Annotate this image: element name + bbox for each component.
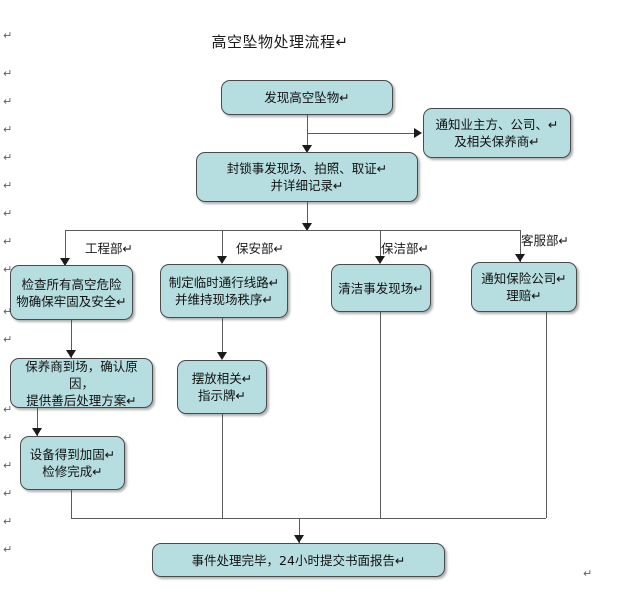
node-notify-insurance[interactable]: 通知保险公司↵ 理赔↵: [471, 262, 577, 312]
branch-line-cleaning: [380, 230, 381, 263]
branch-line-customer: [520, 230, 521, 262]
paragraph-mark: ↵: [3, 179, 13, 192]
paragraph-mark: ↵: [3, 459, 13, 472]
arrowhead-seal: [302, 145, 312, 153]
arrowhead-notify: [414, 128, 422, 138]
paragraph-mark: ↵: [3, 123, 13, 136]
arrowhead-reinforce: [32, 428, 42, 436]
merge-bar: [71, 518, 546, 519]
merge-line-insurance: [546, 312, 547, 518]
arrowhead-security: [217, 256, 227, 264]
node-notify-owners[interactable]: 通知业主方、公司、↵ 及相关保养商↵: [423, 108, 571, 158]
node-place-signage[interactable]: 摆放相关↵ 指示牌↵: [177, 360, 267, 414]
paragraph-mark: ↵: [3, 29, 13, 42]
node-inspect-hazards[interactable]: 检查所有高空危险 物确保牢固及安全↵: [10, 265, 133, 320]
paragraph-mark: ↵: [3, 431, 13, 444]
paragraph-mark: ↵: [3, 95, 13, 108]
branch-label-customer-service: 客服部↵: [521, 233, 569, 248]
node-final-report[interactable]: 事件处理完毕，24小时提交书面报告↵: [152, 543, 445, 577]
arrowhead-cleaning: [375, 256, 385, 264]
paragraph-mark: ↵: [3, 151, 13, 164]
arrowhead-maintainer: [66, 350, 76, 358]
node-start[interactable]: 发现高空坠物↵: [221, 80, 393, 115]
connector-maintainer-to-reinforce: [37, 408, 38, 436]
connector-route-to-signage: [222, 318, 223, 358]
node-seal-scene[interactable]: 封锁事发现场、拍照、取证↵ 并详细记录↵: [196, 152, 418, 202]
branch-line-engineering: [65, 230, 66, 265]
paragraph-mark: ↵: [3, 543, 13, 556]
branch-label-cleaning: 保洁部↵: [381, 241, 429, 256]
node-equipment-fixed[interactable]: 设备得到加固↵ 检修完成↵: [20, 436, 125, 490]
connector-to-notify: [307, 133, 417, 134]
arrowhead-report: [294, 535, 304, 543]
merge-line-cleaning: [380, 312, 381, 518]
connector-merge-to-report: [299, 518, 300, 543]
arrowhead-split: [302, 223, 312, 231]
connector-start-to-seal: [307, 115, 308, 148]
split-bar: [65, 230, 520, 231]
arrowhead-signage: [217, 352, 227, 360]
node-clean-scene[interactable]: 清洁事发现场↵: [331, 264, 431, 312]
paragraph-mark: ↵: [3, 333, 13, 346]
branch-line-security: [222, 230, 223, 263]
connector-seal-to-split: [307, 201, 308, 230]
branch-label-engineering: 工程部↵: [85, 241, 133, 256]
paragraph-mark: ↵: [3, 235, 13, 248]
paragraph-mark: ↵: [3, 207, 13, 220]
merge-line-reinforce: [71, 490, 72, 518]
paragraph-mark: ↵: [583, 567, 593, 580]
node-maintainer-onsite[interactable]: 保养商到场，确认原因， 提供善后处理方案↵: [10, 358, 153, 408]
paragraph-mark: ↵: [3, 403, 13, 416]
paragraph-mark: ↵: [3, 487, 13, 500]
arrowhead-engineering: [60, 258, 70, 266]
page-title: 高空坠物处理流程↵: [211, 33, 349, 51]
branch-label-security: 保安部↵: [236, 241, 284, 256]
paragraph-mark: ↵: [3, 67, 13, 80]
paragraph-mark: ↵: [3, 263, 13, 276]
merge-line-signage: [222, 414, 223, 518]
node-temp-route[interactable]: 制定临时通行线路↵ 并维持现场秩序↵: [160, 264, 288, 318]
connector-inspect-to-maintainer: [71, 320, 72, 358]
paragraph-mark: ↵: [3, 305, 13, 318]
paragraph-mark: ↵: [3, 515, 13, 528]
arrowhead-customer: [515, 254, 525, 262]
